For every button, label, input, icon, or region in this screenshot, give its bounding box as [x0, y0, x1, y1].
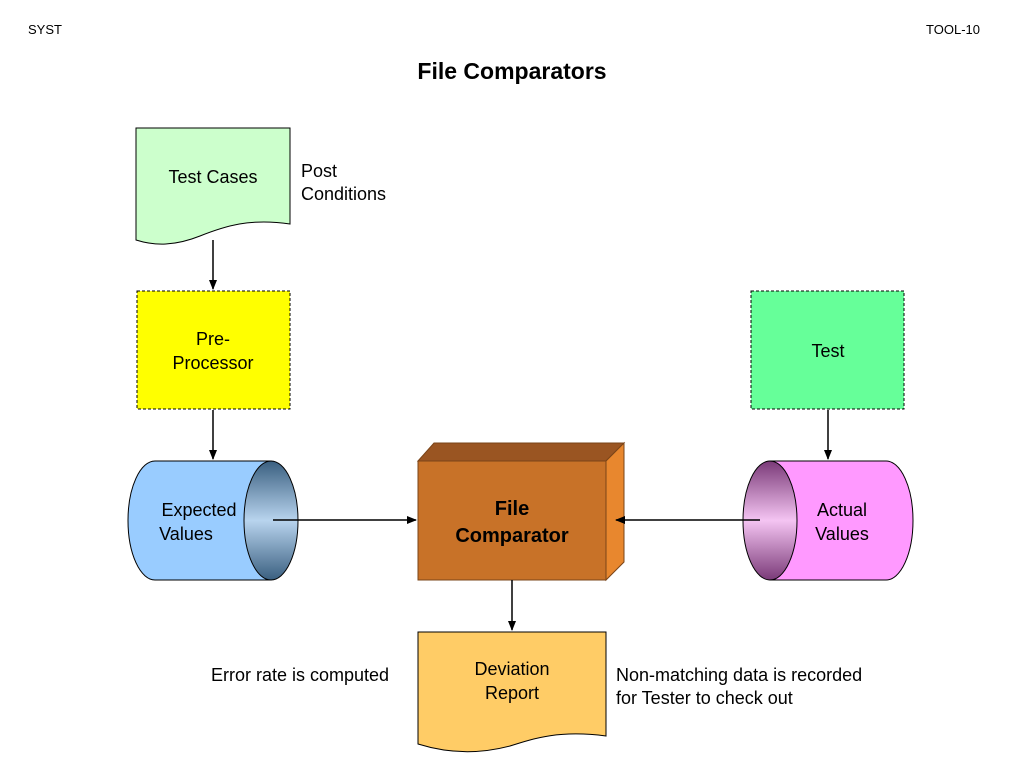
test-cases-shape — [135, 127, 291, 245]
expected-values-body — [127, 460, 272, 581]
actual-values-label-line1: Actual — [817, 500, 867, 520]
test-box: Test — [750, 290, 905, 410]
actual-values-body — [769, 460, 914, 581]
test-shape — [750, 290, 905, 410]
non-matching-line2: for Tester to check out — [616, 688, 793, 708]
file-comparator-label-line1: File — [495, 498, 529, 520]
deviation-report-label-line1: Deviation — [474, 659, 549, 679]
preprocessor-label-line1: Pre- — [196, 329, 230, 349]
deviation-report-label-line2: Report — [485, 683, 539, 703]
preprocessor-box: Pre- Processor — [136, 290, 291, 410]
header-right-label: TOOL-10 — [926, 22, 980, 37]
actual-values-cylinder: Actual Values — [742, 460, 914, 581]
error-rate-note: Error rate is computed — [211, 665, 390, 685]
file-comparator-front — [417, 460, 607, 581]
post-conditions-line1: Post — [301, 161, 338, 181]
preprocessor-label-line2: Processor — [172, 353, 253, 373]
deviation-report-shape — [417, 631, 607, 753]
expected-values-label-line2: Values — [159, 524, 213, 544]
preprocessor-shape — [136, 290, 291, 410]
file-comparator-side — [605, 441, 625, 582]
post-conditions-line2: Conditions — [301, 184, 387, 204]
test-label: Test — [811, 341, 844, 361]
file-comparator-label-line2: Comparator — [455, 525, 569, 547]
header-left-label: SYST — [28, 22, 62, 37]
file-comparator-top — [416, 442, 626, 462]
actual-values-label-line2: Values — [815, 524, 869, 544]
test-cases-document: Test Cases — [135, 127, 291, 245]
test-cases-label: Test Cases — [168, 167, 257, 187]
post-conditions-note: Post Conditions — [301, 160, 386, 206]
deviation-report-document: Deviation Report — [417, 631, 607, 753]
expected-values-cylinder: Expected Values — [127, 460, 299, 581]
non-matching-note: Non-matching data is recorded for Tester… — [616, 664, 862, 710]
page-title: File Comparators — [417, 58, 607, 84]
expected-values-label-line1: Expected — [161, 500, 236, 520]
file-comparator-box: File Comparator — [416, 441, 626, 582]
non-matching-line1: Non-matching data is recorded — [616, 665, 863, 685]
